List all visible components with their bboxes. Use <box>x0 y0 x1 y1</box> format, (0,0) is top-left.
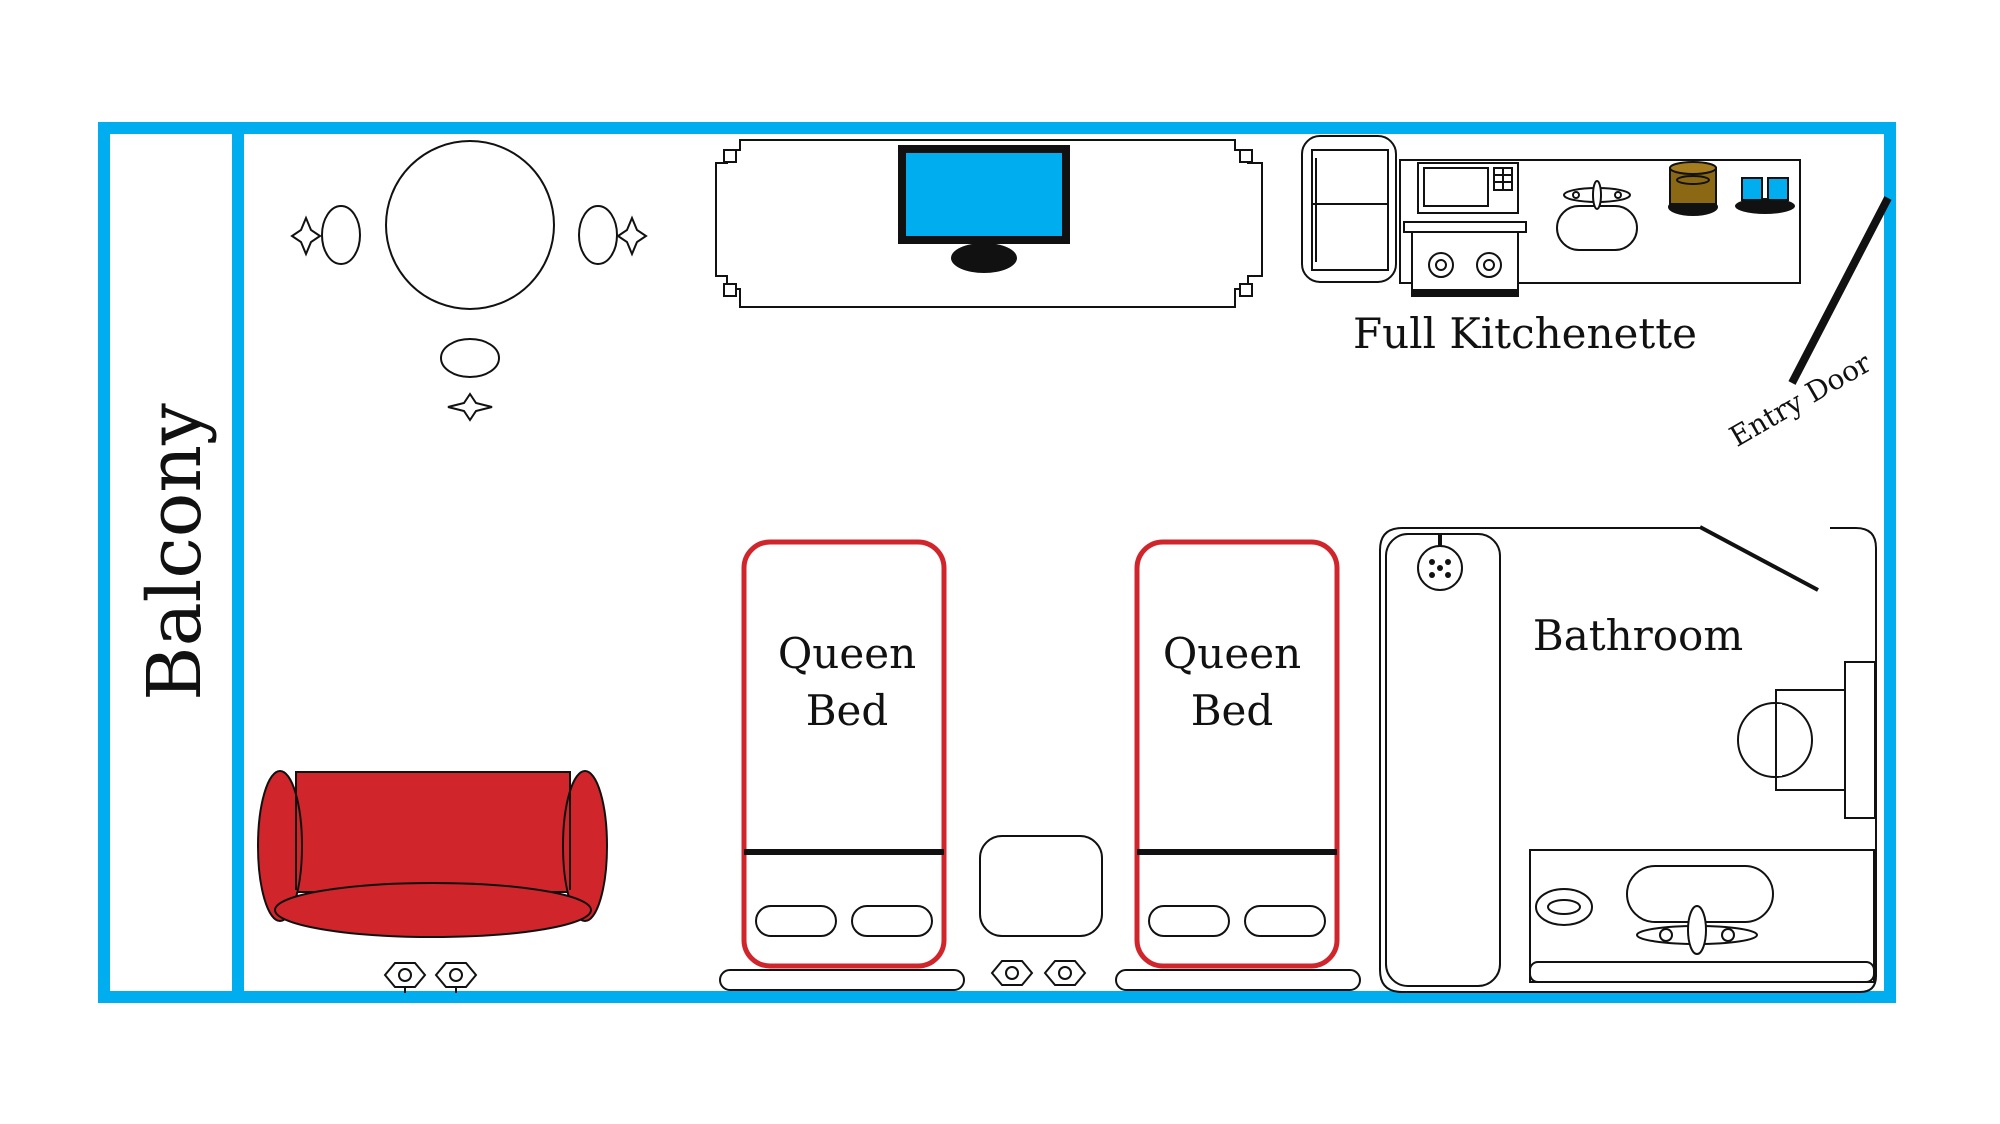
queen-bed-right: Queen Bed <box>1115 539 1361 991</box>
mugs-icon <box>1735 177 1795 214</box>
lamp-icon <box>383 962 478 993</box>
entry-door <box>1788 196 1892 385</box>
bathroom-door <box>1699 525 1819 592</box>
television-icon <box>898 145 1070 273</box>
coffee-maker-icon <box>1668 161 1718 216</box>
lamp-icon <box>990 960 1087 986</box>
bathroom <box>1379 525 1877 993</box>
microwave-icon <box>1417 162 1519 214</box>
vanity-sink-icon <box>1529 849 1875 983</box>
stove-icon <box>1403 221 1527 297</box>
toilet-icon <box>1737 661 1876 819</box>
bed-right-label-line1: Queen <box>1163 629 1301 678</box>
outer-wall <box>98 122 1896 1003</box>
balcony-label: Balcony <box>132 403 218 701</box>
kitchenette-label: Full Kitchenette <box>1353 309 1697 358</box>
bed-right-label-line2: Bed <box>1191 686 1274 735</box>
refrigerator-icon <box>1301 135 1397 283</box>
bed-left-label-line2: Bed <box>806 686 889 735</box>
sink-icon <box>1556 180 1638 251</box>
queen-bed-left: Queen Bed <box>719 539 965 991</box>
bed-left-label-line1: Queen <box>778 629 916 678</box>
sofa-icon <box>257 770 608 938</box>
shower-icon <box>1385 533 1501 987</box>
nightstand-icon <box>979 835 1103 937</box>
bathroom-label: Bathroom <box>1533 611 1743 660</box>
dining-table-icon <box>290 140 648 422</box>
